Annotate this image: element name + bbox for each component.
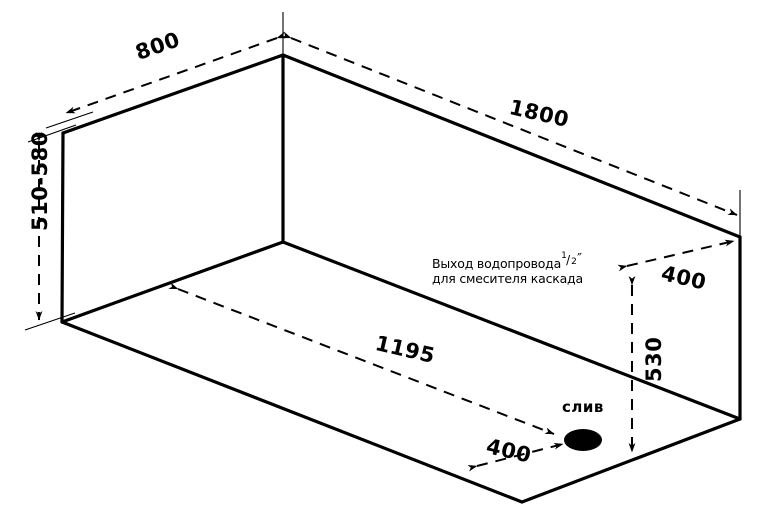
floor-edge-left xyxy=(60,240,285,324)
dim-line-400-top xyxy=(617,239,735,272)
water-outlet-note-line2: для смесителя каскада xyxy=(432,270,583,286)
ext-line-left-top xyxy=(45,111,94,129)
floor-edge-right xyxy=(520,417,742,504)
fraction-numerator: 1 xyxy=(561,250,567,261)
ext-line-height-bottom xyxy=(24,312,76,331)
inch-fraction: 1 / 2 xyxy=(561,251,577,269)
dimension-lines xyxy=(35,31,738,472)
extension-lines xyxy=(24,12,741,331)
floor-edge-front xyxy=(60,320,524,504)
fraction-slash: / xyxy=(566,252,570,267)
fraction-denominator: 2 xyxy=(571,256,577,267)
water-outlet-note: Выход водопровода 1 / 2 ″ для смесителя … xyxy=(432,251,583,287)
top-edge-left xyxy=(61,53,285,135)
drain-label: слив xyxy=(562,398,604,416)
dim-label-530: 530 xyxy=(642,336,666,382)
water-outlet-note-line1: Выход водопровода xyxy=(432,256,562,272)
dim-line-400-bottom xyxy=(467,442,564,472)
drain-ellipse xyxy=(564,429,602,451)
outer-left-vertical-edge xyxy=(60,131,65,324)
inch-mark: ″ xyxy=(577,252,582,267)
dim-line-1195 xyxy=(168,282,555,435)
dim-label-510-580: 510-580 xyxy=(28,131,52,231)
dim-line-1800 xyxy=(281,31,738,216)
top-edge-back xyxy=(281,53,742,239)
tub-body-outline xyxy=(60,53,742,504)
